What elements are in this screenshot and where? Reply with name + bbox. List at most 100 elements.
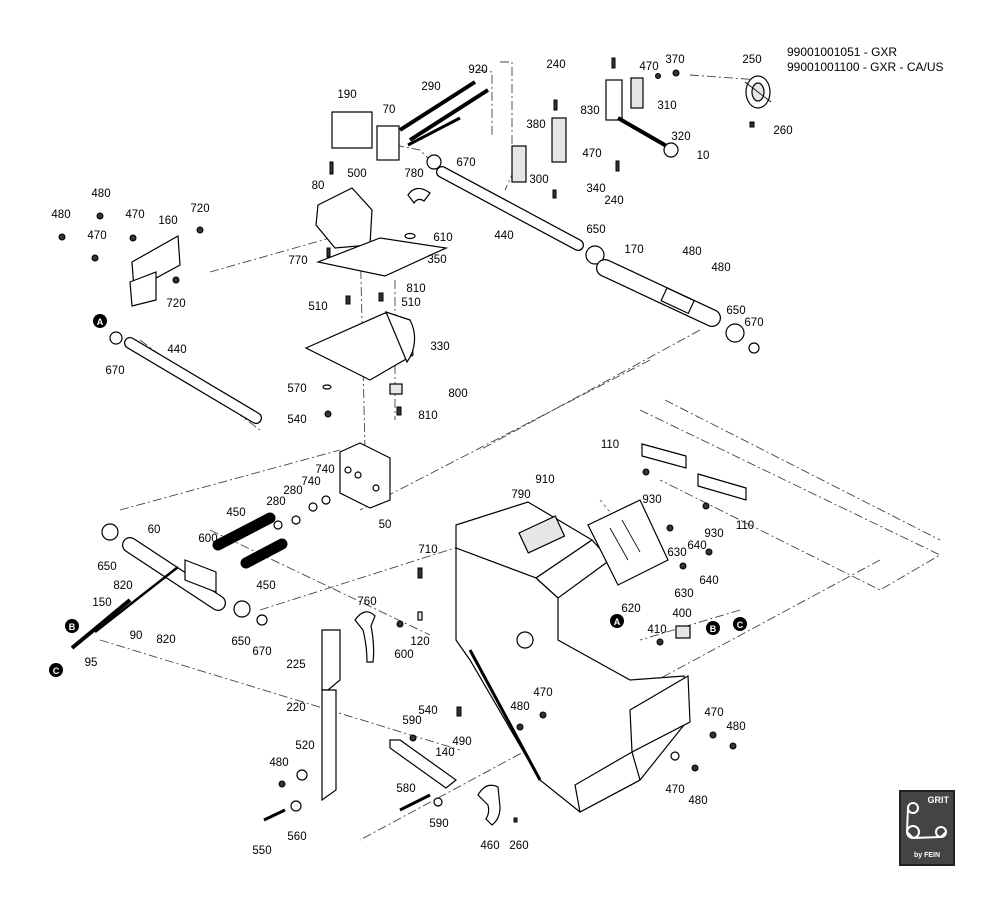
marker-b-label: B [710,624,717,634]
block-400 [656,625,691,646]
marker-c-left: C [49,663,63,677]
bracket-160 [58,212,204,307]
rod-440-lower [109,331,262,424]
marker-c-label: C [53,666,60,676]
part-number-60: 60 [148,524,161,536]
part-number-470: 470 [533,687,552,699]
part-number-920: 920 [468,64,487,76]
part-number-670: 670 [252,646,271,658]
marker-c-right: C [733,617,747,631]
assembly-lines [99,61,941,841]
part-number-260: 260 [773,125,792,137]
part-number-630: 630 [674,588,693,600]
part-number-500: 500 [347,168,366,180]
part-number-570: 570 [287,383,306,395]
part-number-930: 930 [642,494,661,506]
part-number-470: 470 [582,148,601,160]
part-number-830: 830 [580,105,599,117]
crank-460 [477,784,518,826]
part-number-450: 450 [256,580,275,592]
part-number-10: 10 [697,150,710,162]
part-number-340: 340 [586,183,605,195]
guide-rods [398,80,490,147]
part-number-510: 510 [401,297,420,309]
part-number-480: 480 [688,795,707,807]
part-number-140: 140 [435,747,454,759]
part-number-470: 470 [125,209,144,221]
part-number-280: 280 [266,496,285,508]
part-number-460: 460 [480,840,499,852]
part-number-670: 670 [105,365,124,377]
part-number-330: 330 [430,341,449,353]
part-number-560: 560 [287,831,306,843]
part-number-470: 470 [665,784,684,796]
marker-b-right: B [706,621,720,635]
part-number-650: 650 [586,224,605,236]
part-number-540: 540 [418,705,437,717]
tilt-lever-assembly [511,57,680,199]
part-number-580: 580 [396,783,415,795]
part-number-820: 820 [156,634,175,646]
part-number-90: 90 [130,630,143,642]
part-number-160: 160 [158,215,177,227]
block-190 [331,111,400,161]
logo-mark: GRIT [901,792,953,850]
marker-a-right: A [610,614,624,628]
part-number-520: 520 [295,740,314,752]
marker-a-label: A [97,317,104,327]
part-number-720: 720 [190,203,209,215]
marker-a-label: A [614,617,621,627]
lever-220 [263,629,341,822]
part-number-740: 740 [315,464,334,476]
housing-bolts [516,711,737,772]
marker-a-left: A [93,314,107,328]
tilt-table-330 [304,292,416,418]
part-number-810: 810 [418,410,437,422]
part-number-800: 800 [448,388,467,400]
part-number-380: 380 [526,119,545,131]
part-number-440: 440 [494,230,513,242]
part-number-50: 50 [379,519,392,531]
part-number-240: 240 [604,195,623,207]
part-number-170: 170 [624,244,643,256]
part-number-470: 470 [87,230,106,242]
part-number-240: 240 [546,59,565,71]
part-number-790: 790 [511,489,530,501]
bracket-80 [315,161,449,277]
logo-sub: by FEIN [901,848,953,864]
main-housing-790 [455,501,691,813]
model-number-gxr: 99001001051 - GXR [787,45,898,59]
marker-b-left: B [65,619,79,633]
part-number-320: 320 [671,131,690,143]
part-number-70: 70 [383,104,396,116]
part-number-650: 650 [97,561,116,573]
model-numbers: 99001001051 - GXR 99001001100 - GXR - CA… [787,45,944,75]
marker-c-label: C [737,620,744,630]
part-number-590: 590 [429,818,448,830]
part-number-480: 480 [91,188,110,200]
block-50 [339,442,391,509]
part-number-540: 540 [287,414,306,426]
part-number-640: 640 [699,575,718,587]
part-number-350: 350 [427,254,446,266]
part-number-470: 470 [639,61,658,73]
part-number-120: 120 [410,636,429,648]
handwheel-250 [744,75,772,128]
part-number-110: 110 [601,439,619,451]
part-number-220: 220 [286,702,305,714]
part-number-630: 630 [667,547,686,559]
part-number-190: 190 [337,89,356,101]
part-number-600: 600 [394,649,413,661]
part-number-490: 490 [452,736,471,748]
logo-brand: GRIT [927,795,950,805]
part-number-400: 400 [672,608,691,620]
part-number-410: 410 [647,624,666,636]
part-number-760: 760 [357,596,376,608]
part-number-260: 260 [509,840,528,852]
part-number-450: 450 [226,507,245,519]
marker-b-label: B [69,622,76,632]
part-number-480: 480 [711,262,730,274]
part-number-510: 510 [308,301,327,313]
